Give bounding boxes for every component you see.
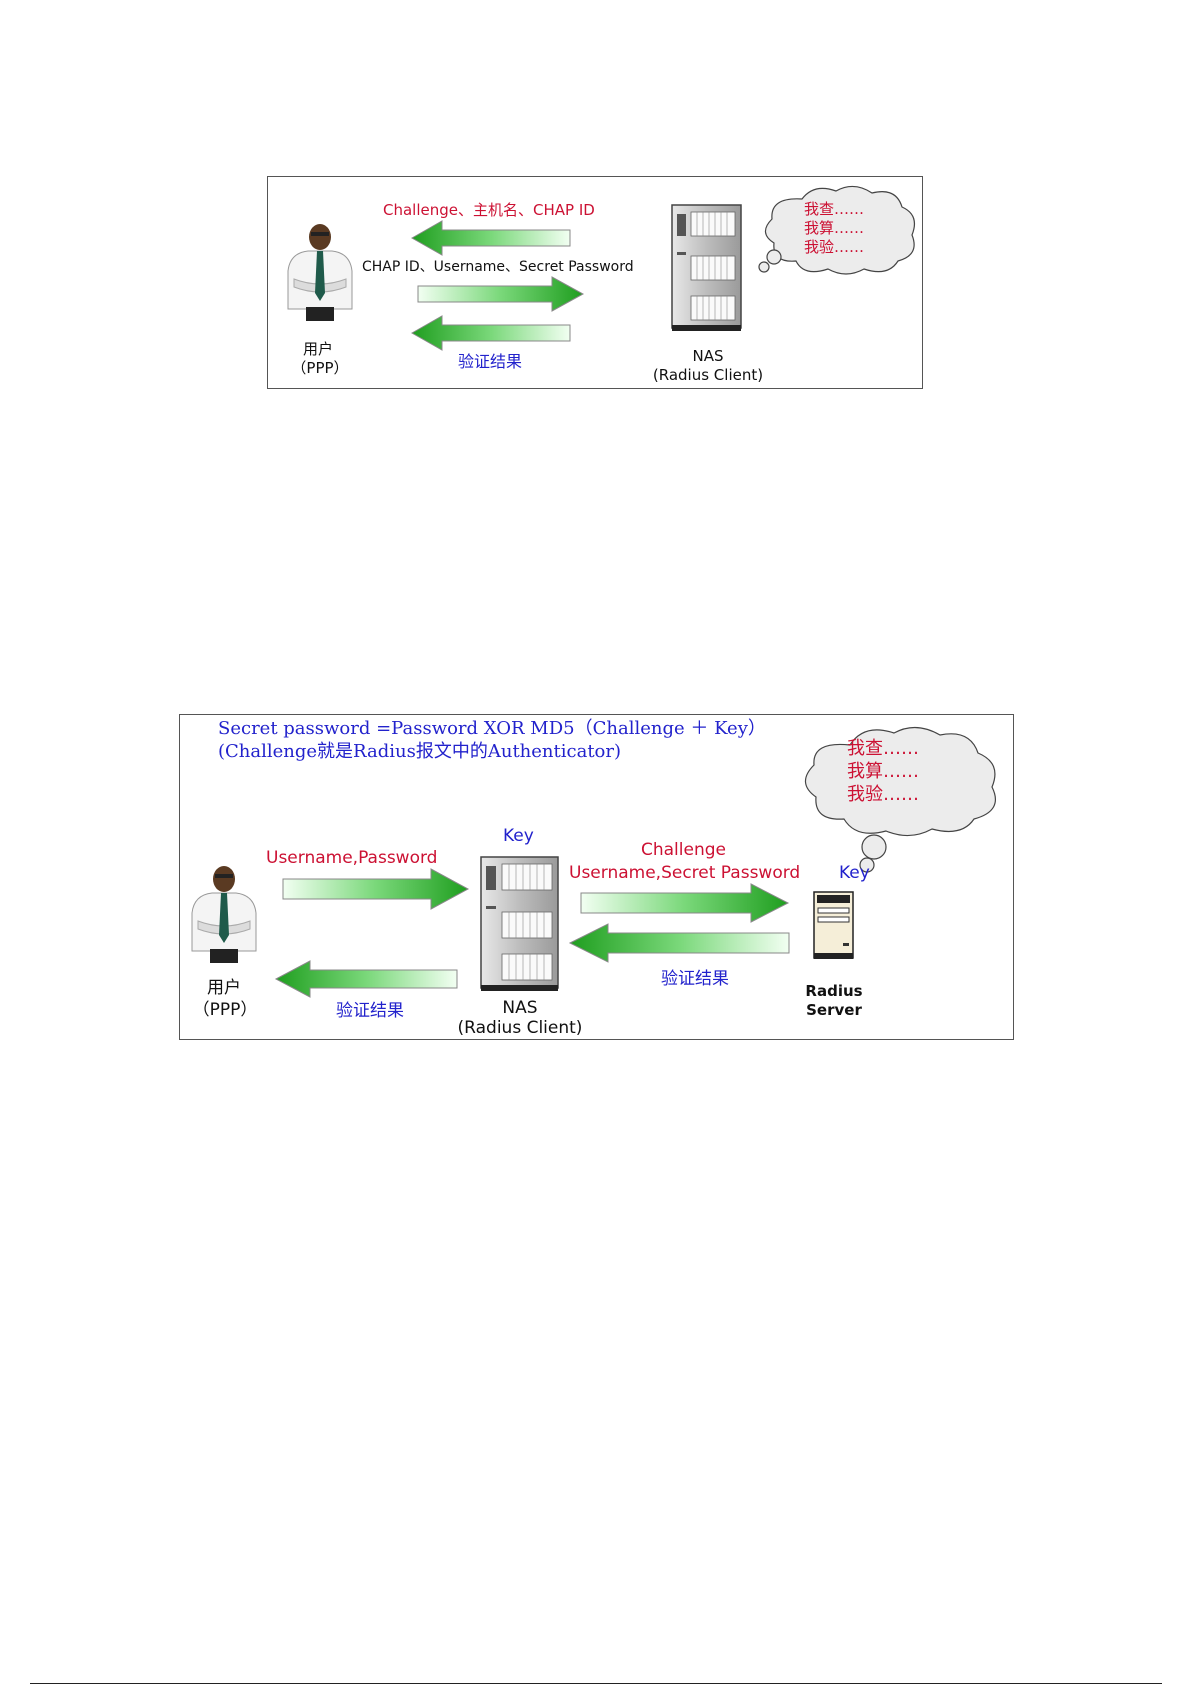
formula-text: Secret password =Password XOR MD5（Challe… <box>218 718 766 739</box>
user-result-label: 验证结果 <box>336 1001 404 1021</box>
thought-line-2: 我算…… <box>847 761 919 782</box>
result-label: 验证结果 <box>458 352 523 371</box>
nas-key-label: Key <box>503 826 534 846</box>
user-credentials-label: Username,Password <box>266 848 438 868</box>
user-label: 用户 <box>207 978 241 998</box>
thought-line-2: 我算…… <box>804 219 865 237</box>
challenge-label: Challenge、主机名、CHAP ID <box>383 201 595 219</box>
radius-chap-flow-diagram: Secret password =Password XOR MD5（Challe… <box>179 714 1014 1040</box>
chap-flow-diagram: 用户 （PPP） Challenge、主机名、CHAP ID CHAP ID、U… <box>267 176 923 389</box>
user-person-icon <box>287 224 353 321</box>
server-label-1: Radius <box>805 982 863 1000</box>
server-key-label: Key <box>839 863 870 883</box>
nas-credentials-label: Username,Secret Password <box>569 863 801 883</box>
nas-label: NAS <box>692 347 724 365</box>
challenge-arrow-left <box>410 220 571 256</box>
thought-line-1: 我查…… <box>847 738 919 759</box>
user-to-nas-arrow <box>282 868 470 910</box>
thought-line-3: 我验…… <box>847 784 919 805</box>
server-to-nas-result-arrow <box>568 923 790 963</box>
nas-label: NAS <box>502 998 538 1018</box>
nas-to-server-arrow <box>580 883 790 923</box>
thought-line-3: 我验…… <box>804 238 865 256</box>
nas-server-icon <box>480 856 559 991</box>
response-arrow-right <box>417 276 585 312</box>
server-result-label: 验证结果 <box>661 969 729 989</box>
nas-sub-label: (Radius Client) <box>652 366 764 384</box>
nas-sub-label: (Radius Client) <box>457 1018 583 1038</box>
result-arrow-left <box>410 315 571 351</box>
radius-server-icon <box>813 891 854 959</box>
thought-line-1: 我查…… <box>804 200 865 218</box>
formula-note: (Challenge就是Radius报文中的Authenticator) <box>218 741 622 762</box>
challenge-label: Challenge <box>641 840 726 860</box>
thought-cloud-icon <box>804 726 996 873</box>
user-person-icon <box>191 866 257 963</box>
server-label-2: Server <box>806 1001 862 1019</box>
nas-to-user-result-arrow <box>274 960 458 998</box>
page-bottom-rule <box>30 1683 1162 1684</box>
thought-cloud-icon <box>758 185 915 275</box>
nas-server-icon <box>671 204 742 331</box>
user-sub-label: （PPP） <box>192 1000 258 1020</box>
response-label: CHAP ID、Username、Secret Password <box>362 259 634 275</box>
user-label: 用户 <box>302 340 333 358</box>
user-sub-label: （PPP） <box>291 359 349 377</box>
